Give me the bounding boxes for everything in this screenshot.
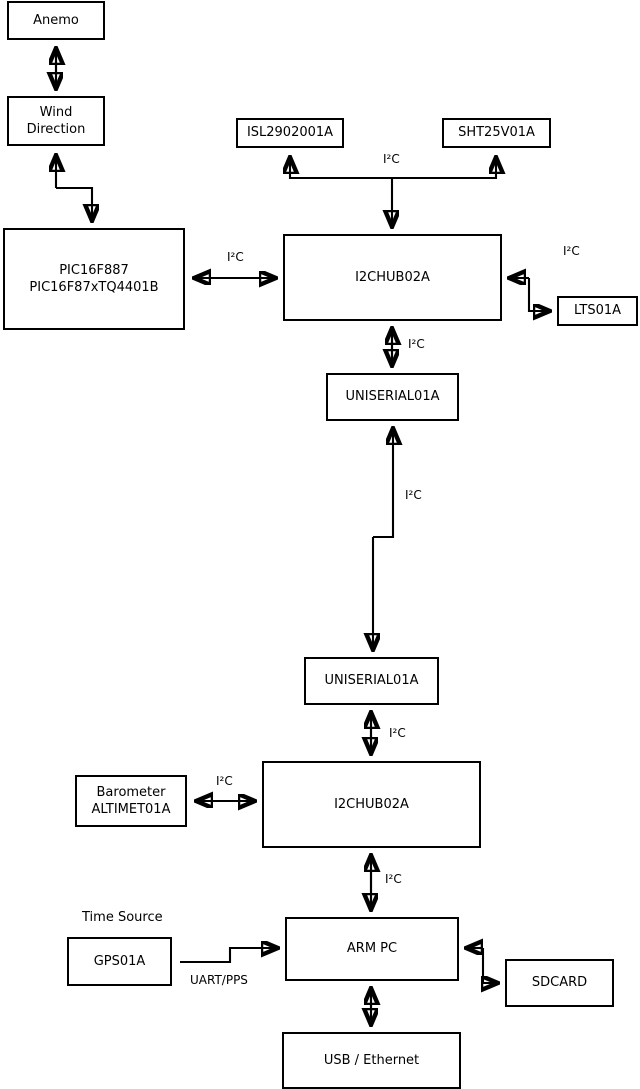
edge-wind-pic-jog xyxy=(56,186,92,220)
edge-label-i2c-pic-hub: I²C xyxy=(227,250,244,264)
edge-bus-isl xyxy=(290,158,392,180)
node-anemo[interactable]: Anemo xyxy=(7,1,105,40)
node-sdcard[interactable]: SDCARD xyxy=(505,959,614,1007)
node-i2chub02a-bottom[interactable]: I2CHUB02A xyxy=(262,761,481,848)
node-gps01a[interactable]: GPS01A xyxy=(67,937,172,986)
node-barometer-altimet01a[interactable]: Barometer ALTIMET01A xyxy=(75,775,187,827)
node-pic-mcu[interactable]: PIC16F887 PIC16F87xTQ4401B xyxy=(3,228,185,330)
edge-label-i2c-hub2-armpc: I²C xyxy=(385,872,402,886)
node-wind-direction[interactable]: Wind Direction xyxy=(7,96,105,146)
node-i2chub02a-top[interactable]: I2CHUB02A xyxy=(283,234,502,321)
node-usb-ethernet[interactable]: USB / Ethernet xyxy=(282,1032,461,1089)
edge-label-uart-pps: UART/PPS xyxy=(190,973,248,987)
edge-label-i2c-hub-lts: I²C xyxy=(563,244,580,258)
edge-armpc-sdcard-jog xyxy=(483,948,497,983)
node-uniserial01a-top[interactable]: UNISERIAL01A xyxy=(326,373,459,421)
edge-bus-sht xyxy=(392,158,496,180)
node-uniserial01a-bottom[interactable]: UNISERIAL01A xyxy=(304,657,439,705)
node-lts01a[interactable]: LTS01A xyxy=(557,296,638,326)
label-time-source: Time Source xyxy=(82,910,163,925)
node-sht25v01a[interactable]: SHT25V01A xyxy=(442,118,551,148)
edge-label-i2c-uniserial-link: I²C xyxy=(405,488,422,502)
edge-hub-lts-jog xyxy=(527,278,549,311)
edge-label-i2c-hub-uniserial: I²C xyxy=(408,337,425,351)
edge-label-i2c-sensors-bus: I²C xyxy=(383,152,400,166)
edge-uniserial-long-up xyxy=(373,429,393,539)
edge-label-i2c-uniserial-hub2: I²C xyxy=(389,726,406,740)
edge-label-i2c-barometer-hub2: I²C xyxy=(216,774,233,788)
node-isl2902001a[interactable]: ISL2902001A xyxy=(236,118,344,148)
edge-gps-armpc xyxy=(180,948,277,964)
node-arm-pc[interactable]: ARM PC xyxy=(285,917,459,981)
